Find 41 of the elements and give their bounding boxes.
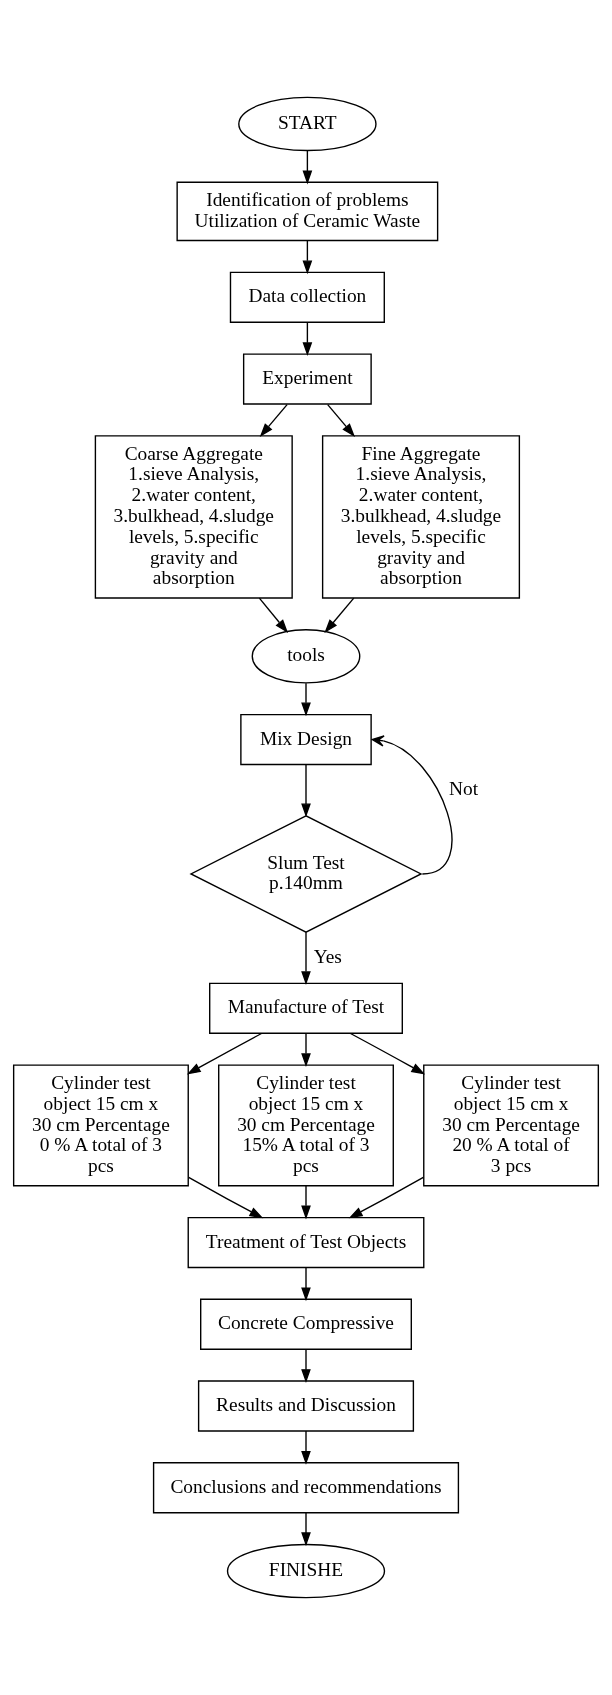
node-box: Fine Aggregate 1.sieve Analysis, 2.water content, 3.bulkhead, 4.sludge levels, 5.specific gravity and absorption [321,435,521,599]
node-box: Identification of problems Utilization of Ceramic Waste [176,181,439,242]
arrow [302,150,313,185]
arrow [301,682,311,717]
node-box: Data collection [229,271,385,323]
arrow [301,1348,311,1384]
arrow [301,1032,311,1068]
node-box: Cylinder test object 15 cm x 30 cm Percentage 0 % A total of 3 pcs [12,1064,189,1187]
edge-label: Yes [313,945,342,967]
arrow [186,1032,263,1075]
node-diamond: Slum Test p.140mm [189,815,423,933]
node-ellipse: tools [251,629,361,684]
arrow [301,1185,311,1220]
node-box: Cylinder test object 15 cm x 30 cm Percentage 15% A total of 3 pcs [218,1064,394,1187]
node-box: Results and Discussion [197,1380,415,1432]
node-box: Cylinder test object 15 cm x 30 cm Percentage 20 % A total of 3 pcs [423,1064,600,1187]
node-box: Mix Design [240,713,372,766]
edge-label: Not [449,778,479,800]
arrow [187,1176,264,1219]
arrow [324,597,355,634]
arrow [258,597,289,634]
arrow [302,240,313,275]
node-box: Coarse Aggregate 1.sieve Analysis, 2.water content, 3.bulkhead, 4.sludge levels, 5.specific gravity and absorption [94,435,293,599]
node-ellipse: FINISHE [226,1543,386,1599]
arrow [348,1176,425,1219]
arrow [259,403,288,438]
node-box: Treatment of Test Objects [187,1216,425,1269]
arrow [301,1430,311,1465]
arrow [302,321,313,357]
arrow [327,403,355,438]
arrow [301,931,311,986]
arrow [349,1032,426,1075]
node-ellipse: START [238,96,377,152]
arrow [371,735,453,875]
arrow [301,1266,311,1302]
node-box: Manufacture of Test [209,982,403,1034]
node-box: Experiment [242,353,372,405]
node-box: Concrete Compressive [200,1298,412,1350]
node-box: Conclusions and recommendations [152,1462,460,1514]
arrow [301,1512,311,1547]
arrow [301,764,311,818]
